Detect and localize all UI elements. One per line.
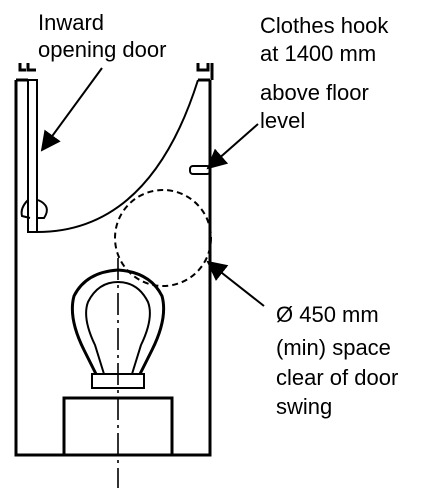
clearance-label-line-4: swing: [276, 394, 332, 419]
hook-label-line-1: Clothes hook: [260, 13, 389, 38]
inward-door: [20, 79, 199, 233]
clearance-label-line-3: clear of door: [276, 365, 398, 390]
door-leader-arrow: [40, 67, 103, 152]
hook-label-line-3: above floor: [260, 80, 369, 105]
door-label-line-2: opening door: [38, 37, 166, 62]
hook-leader-arrow: [206, 123, 259, 170]
clearance-leader-arrow: [206, 260, 265, 307]
clearance-circle: [114, 189, 212, 287]
clearance-label-line-2: (min) space: [276, 335, 391, 360]
clothes-hook: [189, 165, 211, 175]
hook-label-line-4: level: [260, 108, 305, 133]
hook-label-line-2: at 1400 mm: [260, 41, 376, 66]
clearance-label-line-1: Ø 450 mm: [276, 302, 379, 327]
door-label-line-1: Inward: [38, 10, 104, 35]
